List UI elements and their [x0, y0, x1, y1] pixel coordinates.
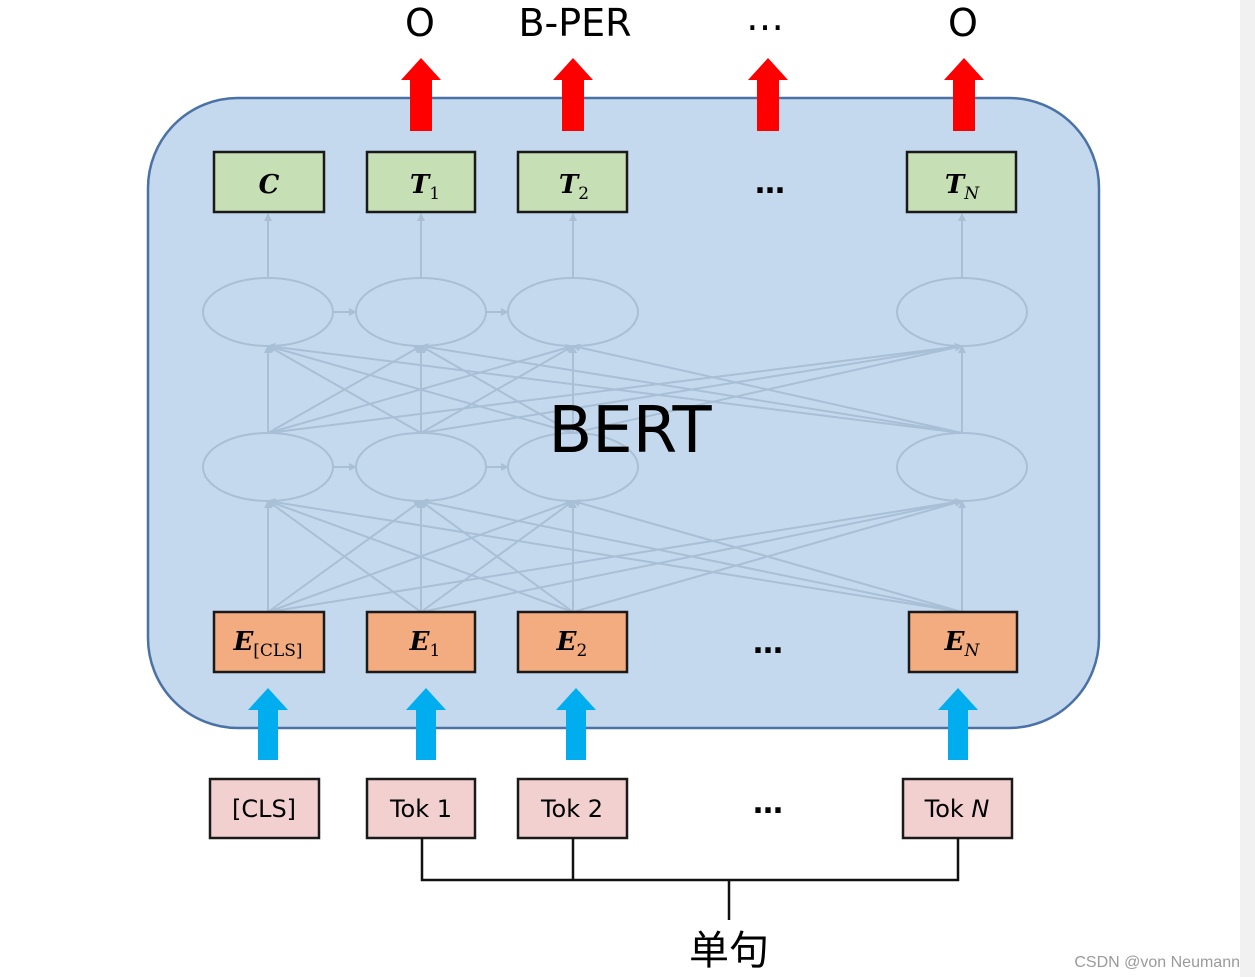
network-edge	[267, 345, 422, 434]
network-edge	[420, 345, 574, 434]
output-box-t1-label: T1	[410, 170, 440, 204]
embedding-box-cls-label: E[CLS]	[232, 627, 302, 661]
output-label-1: B-PER	[518, 1, 631, 45]
network-edge	[420, 498, 963, 613]
output-labels: O B-PER … O	[405, 0, 978, 45]
output-boxes: C T1 T2 … TN	[212, 150, 1018, 214]
input-arrow	[556, 688, 596, 760]
input-arrows	[248, 688, 978, 760]
embedding-ellipsis: …	[753, 626, 783, 661]
network-edge	[572, 343, 963, 434]
bert-label: BERT	[548, 394, 712, 468]
embedding-box-2-label: E2	[556, 627, 588, 661]
embedding-box-cls	[212, 610, 326, 674]
transformer-node	[507, 432, 639, 502]
input-arrow	[938, 688, 978, 760]
output-box-t2	[516, 150, 629, 214]
output-box-ellipsis: …	[755, 166, 785, 201]
output-label-ellipsis: …	[746, 0, 784, 39]
transformer-node	[507, 277, 639, 347]
token-ellipsis: …	[753, 786, 783, 821]
transformer-node	[202, 277, 334, 347]
transformer-node	[896, 277, 1028, 347]
output-box-c	[212, 150, 326, 214]
transformer-node	[202, 432, 334, 502]
network-edge	[267, 344, 574, 434]
transformer-node	[355, 432, 487, 502]
network-edge	[267, 498, 963, 613]
token-box-2-label: Tok 2	[540, 795, 603, 823]
network-graph	[202, 213, 1028, 613]
output-arrow	[401, 58, 441, 131]
output-arrows	[401, 58, 984, 131]
output-box-tn	[905, 150, 1018, 214]
embedding-box-1-label: E1	[409, 627, 441, 661]
token-boxes: [CLS] Tok 1 Tok 2 … Tok N	[208, 777, 1014, 840]
token-box-cls-label: [CLS]	[232, 795, 296, 823]
network-edge	[420, 343, 963, 434]
network-edge	[267, 499, 574, 613]
sentence-bracket	[420, 838, 960, 920]
output-arrow	[748, 58, 788, 131]
transformer-node	[355, 277, 487, 347]
token-box-1-label: Tok 1	[389, 795, 452, 823]
input-arrow	[248, 688, 288, 760]
network-edge	[420, 500, 574, 613]
sentence-caption: 单句	[689, 928, 769, 974]
embedding-box-1	[365, 610, 477, 674]
transformer-node	[896, 432, 1028, 502]
output-box-t1	[365, 150, 477, 214]
output-arrow	[944, 58, 984, 131]
embedding-boxes: E[CLS] E1 E2 … EN	[212, 610, 1019, 674]
embedding-box-n-label: EN	[944, 627, 981, 661]
output-box-t2-label: T2	[559, 170, 589, 204]
input-arrow	[406, 688, 446, 760]
output-box-c-label: C	[259, 170, 280, 200]
output-label-cls: O	[405, 1, 435, 45]
output-box-tn-label: TN	[945, 170, 980, 204]
scrollbar[interactable]	[1240, 0, 1255, 977]
watermark: CSDN @von Neumann	[1074, 954, 1240, 971]
bert-container	[146, 96, 1101, 730]
embedding-box-2	[516, 610, 629, 674]
token-box-cls	[208, 777, 321, 840]
output-arrow	[553, 58, 593, 131]
network-edge	[572, 499, 963, 613]
token-box-n-label: Tok N	[924, 795, 990, 823]
network-edge	[267, 500, 422, 613]
embedding-box-n	[907, 610, 1019, 674]
network-edge	[267, 342, 963, 434]
output-label-n: O	[948, 1, 978, 45]
